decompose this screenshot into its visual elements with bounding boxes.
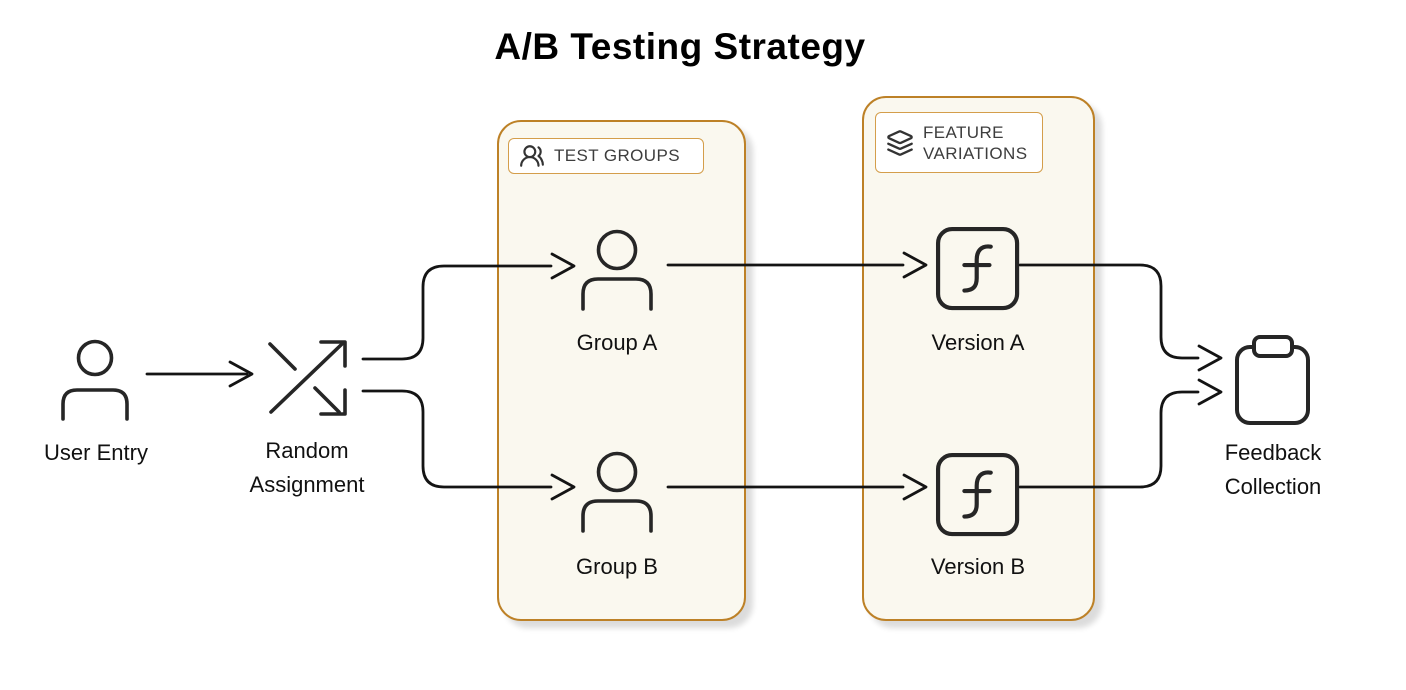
- feature-variations-label-box: FEATURE VARIATIONS: [875, 112, 1043, 173]
- user-entry-person-icon: [61, 339, 129, 421]
- feature-variations-label-line2: VARIATIONS: [923, 143, 1028, 163]
- random-assignment-label: Random Assignment: [227, 434, 387, 502]
- feedback-collection-label: Feedback Collection: [1192, 436, 1354, 504]
- shuffle-icon: [268, 340, 347, 416]
- clipboard-icon: [1235, 335, 1310, 425]
- random-assignment-label-line2: Assignment: [249, 472, 365, 497]
- test-groups-label: TEST GROUPS: [554, 146, 680, 165]
- users-icon: [519, 143, 545, 169]
- random-assignment-label-line1: Random: [265, 438, 349, 463]
- group-a-label: Group A: [576, 330, 658, 355]
- layers-icon: [886, 129, 914, 157]
- test-groups-container: [497, 120, 746, 621]
- feedback-collection-label-line2: Collection: [1224, 474, 1322, 499]
- edge-user-entry-to-random: [145, 360, 254, 388]
- feature-variations-label-line1: FEATURE: [923, 122, 1004, 142]
- user-entry-label: User Entry: [44, 440, 148, 465]
- diagram-title: A/B Testing Strategy: [494, 26, 866, 67]
- test-groups-label-box: TEST GROUPS: [508, 138, 704, 174]
- version-b-label: Version B: [930, 554, 1026, 579]
- version-a-label: Version A: [931, 330, 1025, 355]
- group-b-label: Group B: [576, 554, 658, 579]
- feedback-collection-label-line1: Feedback: [1224, 440, 1322, 465]
